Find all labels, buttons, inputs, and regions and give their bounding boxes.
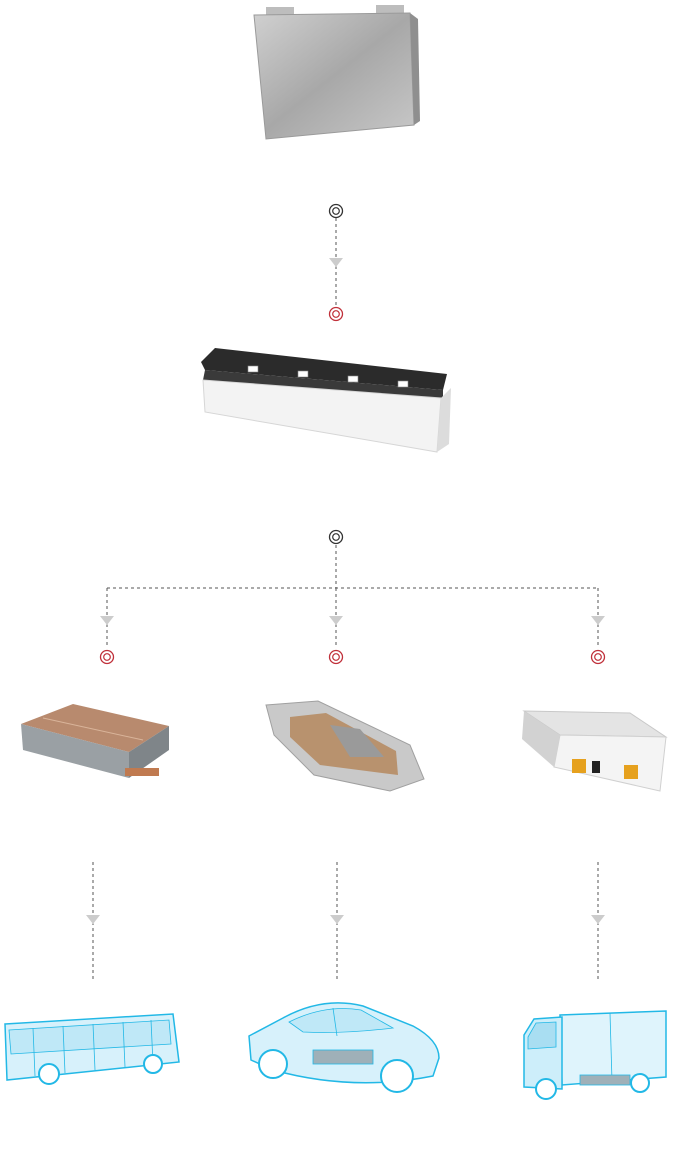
arrow-icon <box>86 915 100 924</box>
battery-pack-bus-icon <box>21 704 169 778</box>
node-dark-icon <box>328 203 344 219</box>
arrow-icon <box>329 258 343 267</box>
bus-wireframe-icon <box>4 1013 180 1085</box>
node-red-icon <box>590 649 606 665</box>
node-red-icon <box>328 649 344 665</box>
node-red-icon <box>328 306 344 322</box>
car-wireframe-icon <box>248 1002 440 1093</box>
battery-pack-car-icon <box>265 700 425 792</box>
battery-module-icon <box>201 348 451 453</box>
arrow-icon <box>329 616 343 625</box>
truck-wireframe-icon <box>523 1010 667 1100</box>
battery-pack-truck-icon <box>522 710 668 792</box>
node-dark-icon <box>328 529 344 545</box>
battery-cell-icon <box>253 5 420 140</box>
arrow-icon <box>100 616 114 625</box>
node-red-icon <box>99 649 115 665</box>
arrow-icon <box>591 915 605 924</box>
arrow-icon <box>330 915 344 924</box>
arrow-icon <box>591 616 605 625</box>
